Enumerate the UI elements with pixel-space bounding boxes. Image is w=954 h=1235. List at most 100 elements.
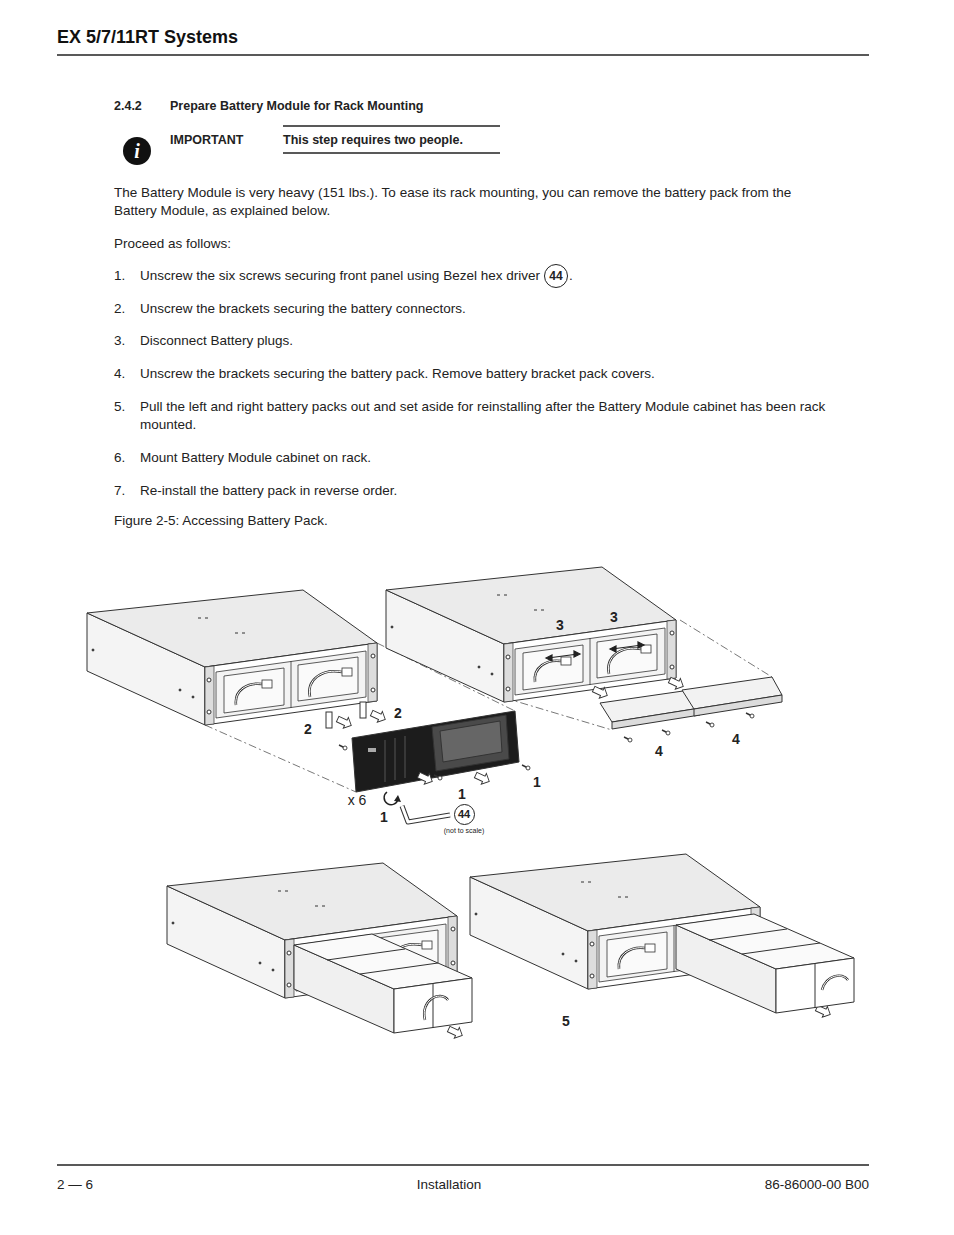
callout-number: 1: [380, 809, 388, 825]
notice-text: This step requires two people.: [283, 131, 463, 149]
callout-circle: 44: [544, 264, 568, 288]
battery-drawer: [294, 934, 472, 989]
info-icon-letter: i: [134, 140, 140, 162]
battery-cabinet: [87, 590, 377, 725]
front-bezel: [440, 721, 502, 762]
step-number: 6.: [114, 449, 125, 467]
callout-number: 44: [549, 270, 562, 283]
figure-caption: Figure 2-5: Accessing Battery Pack.: [114, 512, 328, 530]
battery-cabinet: [386, 567, 676, 702]
direction-arrow: [446, 1024, 465, 1041]
front-bezel: [432, 715, 509, 771]
battery-cabinet: [216, 651, 366, 718]
section-heading: Prepare Battery Module for Rack Mounting: [170, 97, 424, 115]
battery-drawer: [776, 958, 854, 1013]
connector-bracket: [360, 702, 366, 718]
quantity-note: x 6: [348, 792, 367, 808]
screw: [746, 713, 754, 718]
step-number: 3.: [114, 332, 125, 350]
plug-arrows: [546, 655, 552, 661]
plug-arrows: [574, 651, 580, 657]
step-number: 2.: [114, 300, 125, 318]
step-text: Pull the left and right battery packs ou…: [140, 398, 838, 434]
battery-drawer: [433, 983, 434, 1028]
important-rules: [283, 152, 500, 154]
plug-arrows: [610, 646, 616, 652]
battery-drawer: [294, 934, 472, 1033]
battery-cabinet: [515, 628, 665, 695]
screw: [706, 722, 714, 727]
battery-cabinet: [87, 590, 377, 725]
battery-drawer: [327, 949, 405, 960]
battery-drawer: [822, 976, 848, 990]
page-title: EX 5/7/11RT Systems: [57, 26, 238, 48]
direction-arrow: [591, 684, 610, 701]
footer-rule: [57, 1165, 869, 1166]
step-text: Unscrew the brackets securing the batter…: [140, 300, 466, 318]
pack-cover: [612, 708, 700, 729]
body-text: The Battery Module is very heavy (151 lb…: [114, 184, 836, 220]
info-icon: [123, 137, 151, 165]
direction-arrow: [416, 770, 435, 787]
callout-circle: 44: [454, 804, 475, 825]
battery-drawer: [815, 963, 816, 1008]
section-number: 2.4.2: [114, 97, 142, 115]
step-text: Mount Battery Module cabinet on rack.: [140, 449, 371, 467]
step-number: 4.: [114, 365, 125, 383]
step-text: Unscrew the six screws securing front pa…: [140, 267, 540, 285]
callout-number: 1: [458, 786, 466, 802]
callout-number: 5: [562, 1013, 570, 1029]
front-bezel: [368, 748, 376, 752]
direction-arrow: [473, 770, 492, 787]
header-rule: [57, 54, 869, 56]
callout-number: 3: [610, 609, 618, 625]
step-text: Disconnect Battery plugs.: [140, 332, 293, 350]
front-bezel: [385, 740, 386, 782]
header-rule: [57, 55, 869, 56]
front-bezel: [405, 736, 406, 778]
callout-number: 1: [533, 774, 541, 790]
step-text: Re-install the battery pack in reverse o…: [140, 482, 397, 500]
screw: [339, 745, 347, 750]
screw: [434, 775, 442, 780]
step-number: 7.: [114, 482, 125, 500]
callout-number: 2: [304, 721, 312, 737]
screw: [522, 765, 530, 770]
body-text: Proceed as follows:: [114, 235, 231, 253]
alignment-lines: [205, 725, 356, 792]
battery-drawer: [742, 943, 820, 954]
hex-driver: [394, 795, 401, 802]
step-text: Unscrew the brackets securing the batter…: [140, 365, 655, 383]
alignment-lines: [680, 620, 772, 677]
direction-arrow: [369, 708, 388, 725]
important-rules: [283, 126, 500, 153]
callout-number: 4: [655, 743, 663, 759]
battery-cabinet: [386, 567, 676, 702]
front-bezel: [352, 711, 519, 792]
pack-cover: [694, 695, 782, 716]
footer-rule: [57, 1164, 869, 1166]
callout-number: 4: [732, 731, 740, 747]
document-number: 86-86000-00 B00: [765, 1176, 869, 1194]
screw: [339, 713, 754, 780]
plug-arrows: [546, 642, 644, 661]
screw: [662, 730, 670, 735]
scale-note: (not to scale): [444, 827, 484, 835]
front-bezel: [352, 711, 519, 792]
callout-number: 2: [394, 705, 402, 721]
battery-drawer: [360, 963, 438, 974]
alignment-lines: [505, 698, 612, 730]
page-number: 2 — 6: [57, 1176, 93, 1194]
connector-bracket: [326, 712, 332, 728]
direction-arrow: [667, 675, 686, 692]
hex-driver: [402, 806, 450, 822]
battery-drawer: [709, 929, 787, 940]
battery-drawer: [394, 978, 472, 1033]
battery-drawer: [424, 996, 448, 1020]
battery-drawer: [676, 914, 854, 1013]
callout-number: 44: [458, 808, 470, 821]
battery-drawer: [424, 996, 448, 1020]
battery-drawer: [676, 914, 854, 969]
battery-drawer: [822, 976, 848, 990]
